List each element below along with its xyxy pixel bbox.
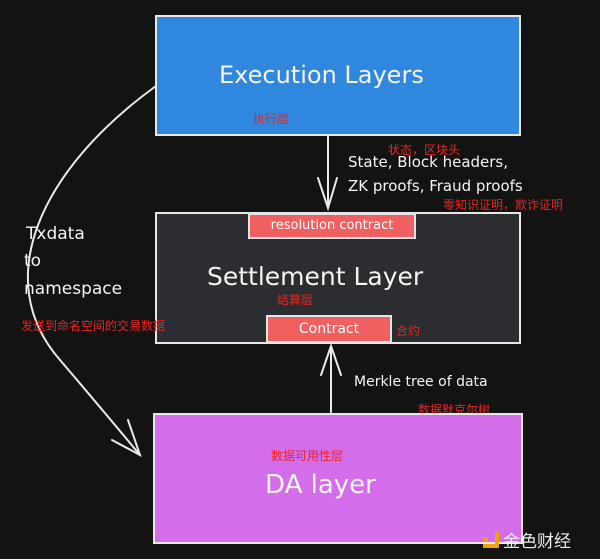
da-layer-title: DA layer: [265, 470, 376, 500]
watermark-text: 金色财经: [503, 532, 571, 552]
arrow-up-label: Merkle tree of data: [354, 374, 488, 390]
arrow-da-to-settlement: [320, 342, 342, 413]
curve-label-3: namespace: [24, 279, 123, 299]
watermark: 金色财经: [483, 527, 571, 552]
execution-layer-cn: 执行层: [253, 112, 290, 126]
curve-label-2: to: [24, 251, 42, 271]
execution-layer-title: Execution Layers: [219, 61, 424, 89]
arrow-execution-to-da-curve: [26, 85, 157, 458]
curve-cn: 发送到命名空间的交易数据: [21, 319, 166, 333]
arrow-down-cn-bottom: 零知识证明，欺诈证明: [443, 198, 564, 212]
curve-label-1: Txdata: [26, 224, 85, 244]
execution-layer-box: Execution Layers 执行层: [155, 15, 521, 136]
contract-cn: 合约: [396, 324, 421, 338]
resolution-contract-label: resolution contract: [248, 213, 416, 239]
arrow-down-label-1: State, Block headers,: [348, 153, 509, 171]
arrow-down-label-2: ZK proofs, Fraud proofs: [348, 177, 523, 195]
arrow-execution-to-settlement: [317, 135, 338, 212]
da-layer-box: 数据可用性层 DA layer: [153, 413, 523, 544]
settlement-layer-cn: 结算层: [277, 293, 314, 307]
watermark-logo-icon: [483, 531, 499, 548]
settlement-layer-title: Settlement Layer: [207, 262, 424, 291]
da-layer-cn: 数据可用性层: [271, 449, 344, 463]
arrow-down-cn-top: 状态，区块头: [388, 143, 461, 157]
contract-label: Contract: [266, 315, 392, 343]
